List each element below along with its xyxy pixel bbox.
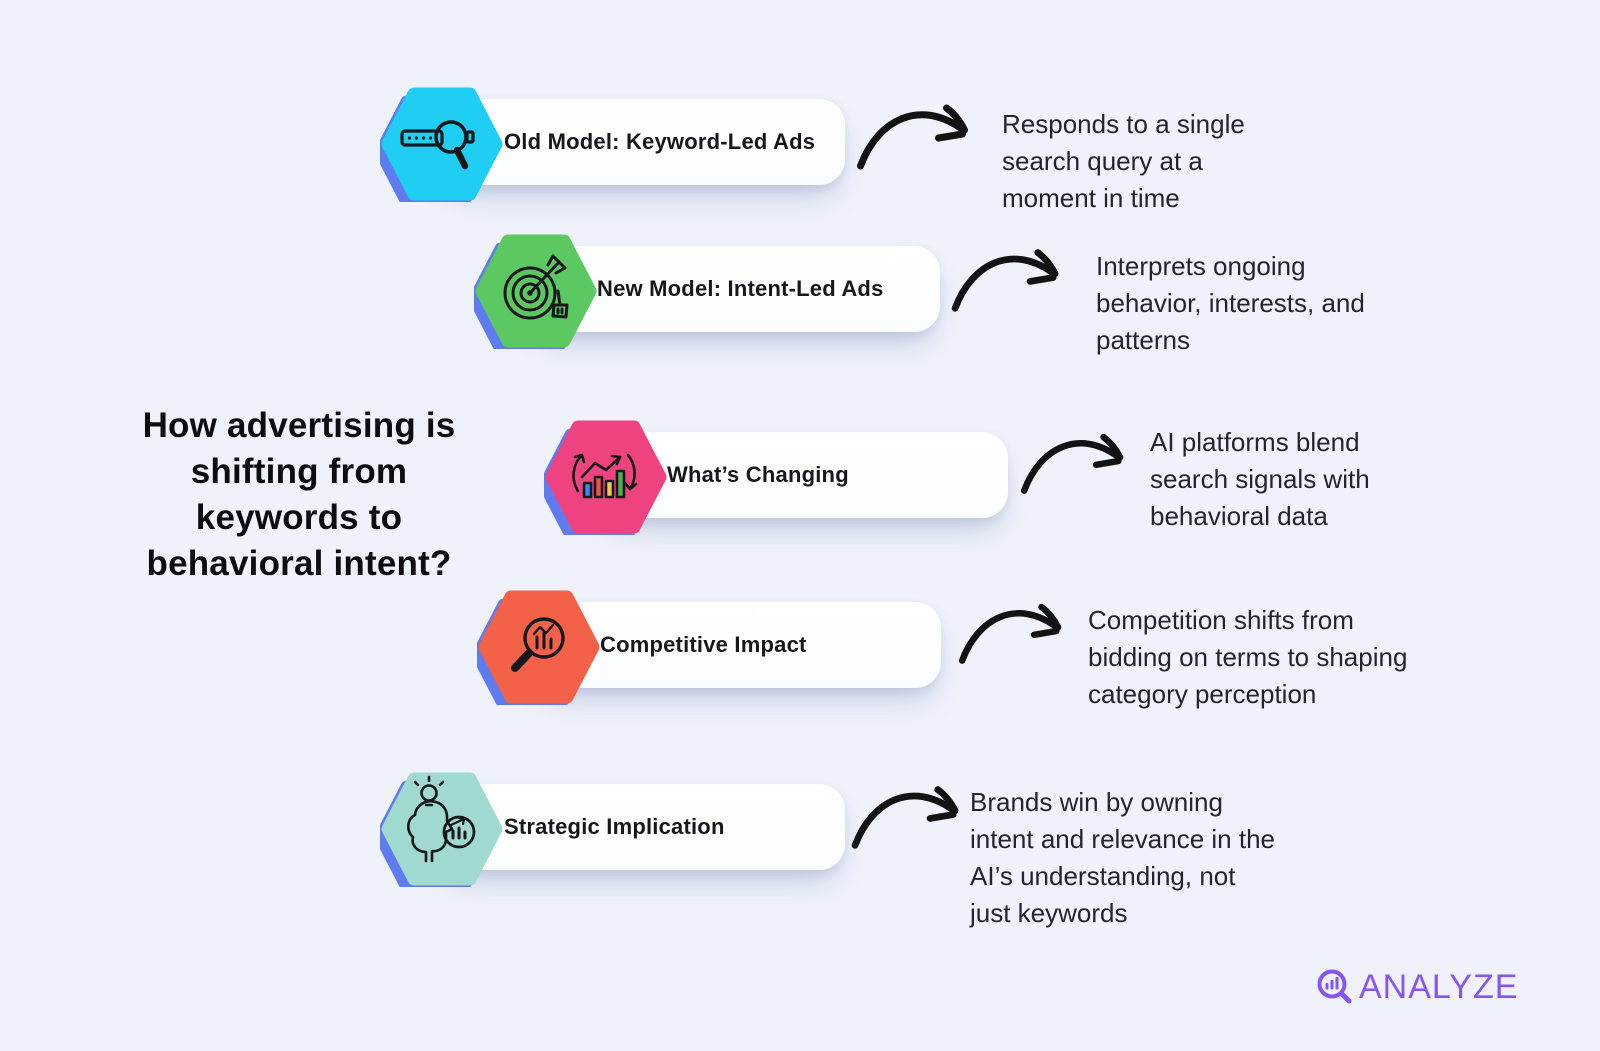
step-label: What’s Changing [667,462,849,487]
hex-badge-old-model [380,87,503,202]
step-description: Responds to a single search query at a m… [1002,109,1245,213]
curved-arrow-icon [1020,433,1124,494]
keyword-search-icon [400,120,475,170]
step-description: Interprets ongoing behavior, interests, … [1096,251,1365,355]
page-title: How advertising is shifting from keyword… [142,406,456,583]
hex-badge-whats-changing [544,420,667,535]
curved-arrow-icon [851,786,959,849]
target-dart-icon [503,254,569,320]
step-label: Strategic Implication [504,814,725,839]
step-description: Brands win by owning intent and relevanc… [970,787,1275,928]
curved-arrow-icon [857,104,968,170]
step-pill-whats-changing: What’s Changing [603,432,1008,518]
brand-logo: ANALYZE [1314,966,1518,1008]
hex-badge-competitive-impact [477,590,600,705]
step-description: AI platforms blend search signals with b… [1150,427,1370,531]
step-pill-competitive-impact: Competitive Impact [536,602,941,688]
step-label: Old Model: Keyword-Led Ads [504,129,816,154]
curved-arrow-icon [951,249,1059,312]
brand-name: ANALYZE [1359,967,1519,1006]
step-label: New Model: Intent-Led Ads [597,276,884,301]
analyze-logo-icon [1317,969,1352,1004]
step-pill-strategic-implication: Strategic Implication [440,784,845,870]
mind-insight-icon [407,775,476,863]
chart-cycle-icon [572,453,638,499]
step-pill-old-model: Old Model: Keyword-Led Ads [440,99,845,185]
step-label: Competitive Impact [600,632,807,657]
curved-arrow-icon [958,603,1062,664]
step-pill-new-model: New Model: Intent-Led Ads [533,246,940,332]
hex-badge-strategic-implication [380,772,503,887]
hex-badge-new-model [474,234,597,349]
magnifier-chart-icon [511,617,565,672]
step-description: Competition shifts from bidding on terms… [1088,605,1408,709]
